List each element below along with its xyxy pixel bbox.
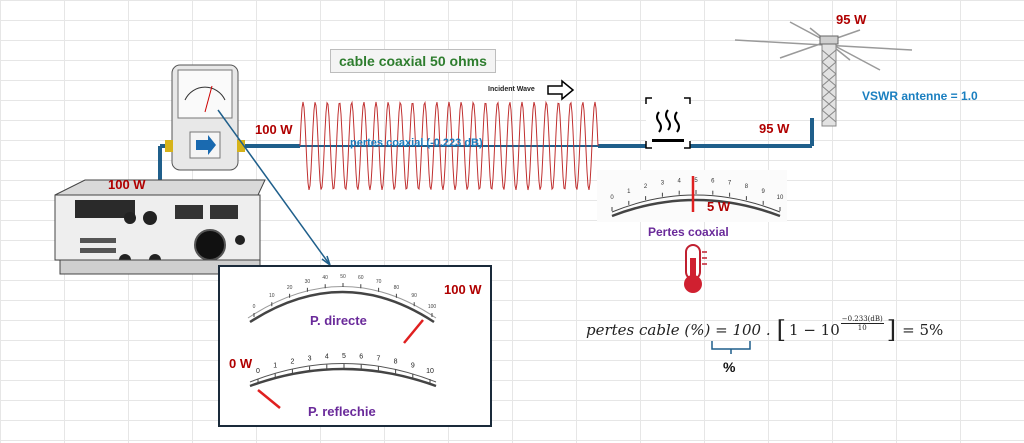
- gauge-tick-label: 10: [269, 293, 275, 299]
- formula-exp-den: 10: [857, 323, 867, 332]
- gauge-tick-label: 2: [644, 184, 648, 190]
- gauge-tick-label: 1: [273, 363, 277, 370]
- gauge-tick-label: 1: [627, 189, 631, 195]
- direct-power-label: P. directe: [310, 313, 367, 328]
- gauge-tick-label: 70: [376, 279, 382, 285]
- gauge-direct: 0 10 20 30 40 50 60 70 80 90 100: [247, 274, 437, 344]
- gauge-tick-label: 9: [411, 363, 415, 370]
- formula-one-minus: 1 − 10: [789, 321, 840, 339]
- gauge-tick-label: 30: [305, 279, 311, 285]
- gauge-tick-label: 6: [359, 354, 363, 361]
- incident-wave-arrow-icon: [547, 79, 575, 101]
- after-loss-power-label: 95 W: [759, 121, 790, 136]
- gauge-tick-label: 10: [777, 195, 784, 201]
- radio-transceiver-icon: [54, 179, 266, 275]
- gauge-tick-label: 50: [340, 274, 346, 280]
- gauge-tick-label: 8: [745, 184, 749, 190]
- gauge-tick-label: 40: [322, 275, 328, 281]
- gauge-tick-label: 5: [694, 178, 698, 184]
- loss-formula: pertes cable (%) = 100 . [ 1 − 10 −0.233…: [586, 314, 944, 345]
- line-power-label: 100 W: [255, 122, 293, 137]
- gauge-tick-label: 8: [394, 358, 398, 365]
- gauge-tick-label: 3: [308, 355, 312, 362]
- percent-label: %: [723, 359, 736, 375]
- gauge-tick-label: 0: [253, 304, 256, 310]
- gauge-tick-label: 6: [711, 179, 715, 185]
- gauge-tick-label: 4: [678, 179, 682, 185]
- formula-bracket-right: ]: [886, 316, 897, 344]
- thermometer-icon: [684, 244, 707, 293]
- formula-lhs: pertes cable (%) = 100 .: [586, 321, 771, 339]
- direct-power-value: 100 W: [444, 282, 482, 297]
- incident-wave: [299, 100, 599, 191]
- gauge-tick-label: 90: [411, 293, 417, 299]
- gauge-tick-label: 7: [728, 181, 732, 187]
- gauge-tick-label: 9: [762, 189, 766, 195]
- gauge-tick-label: 100: [428, 304, 437, 310]
- reflected-power-label: P. reflechie: [308, 404, 376, 419]
- gauge-tick-label: 5: [342, 353, 346, 360]
- gauge-direct-needle: [403, 319, 424, 344]
- reflected-power-value: 0 W: [229, 356, 253, 371]
- antenna-power-label: 95 W: [836, 12, 867, 27]
- coax-loss-title: Pertes coaxial: [648, 225, 729, 239]
- gauge-tick-label: 80: [394, 285, 400, 291]
- gauge-loss: 0 1 2 3 4 5 6 7 8 9 10: [597, 170, 787, 222]
- cable-title: cable coaxial 50 ohms: [330, 49, 496, 73]
- percent-brace: [711, 341, 751, 354]
- gauge-tick-label: 7: [376, 355, 380, 362]
- gauge-tick-label: 10: [426, 368, 434, 375]
- gauge-tick-label: 0: [256, 368, 260, 375]
- yagi-antenna-icon: [734, 21, 913, 127]
- gauge-tick-label: 60: [358, 275, 364, 281]
- swr-meter-icon: [165, 64, 245, 171]
- gauge-tick-label: 20: [287, 285, 293, 291]
- gauge-tick-label: 3: [661, 181, 665, 187]
- gauge-reflected-needle: [257, 389, 281, 409]
- gauge-tick-label: 2: [290, 358, 294, 365]
- incident-wave-label: Incident Wave: [488, 86, 535, 93]
- tx-power-label: 100 W: [108, 177, 146, 192]
- gauge-tick-label: 4: [325, 354, 329, 361]
- heat-icon: [645, 97, 691, 149]
- formula-bracket-left: [: [776, 316, 787, 344]
- loss-value-label: 5 W: [707, 199, 731, 214]
- gauge-reflected: 0 1 2 3 4 5 6 7 8 9 10: [249, 353, 437, 409]
- gauge-tick-label: 0: [610, 195, 614, 201]
- coax-loss-db-label: pertes coaxial (-0.223 dB): [350, 137, 483, 149]
- formula-exp-num: −0.233(dB): [840, 314, 884, 324]
- vswr-label: VSWR antenne = 1.0: [862, 89, 978, 103]
- formula-rhs: = 5%: [902, 321, 944, 339]
- meter-zoom-line: [217, 109, 331, 266]
